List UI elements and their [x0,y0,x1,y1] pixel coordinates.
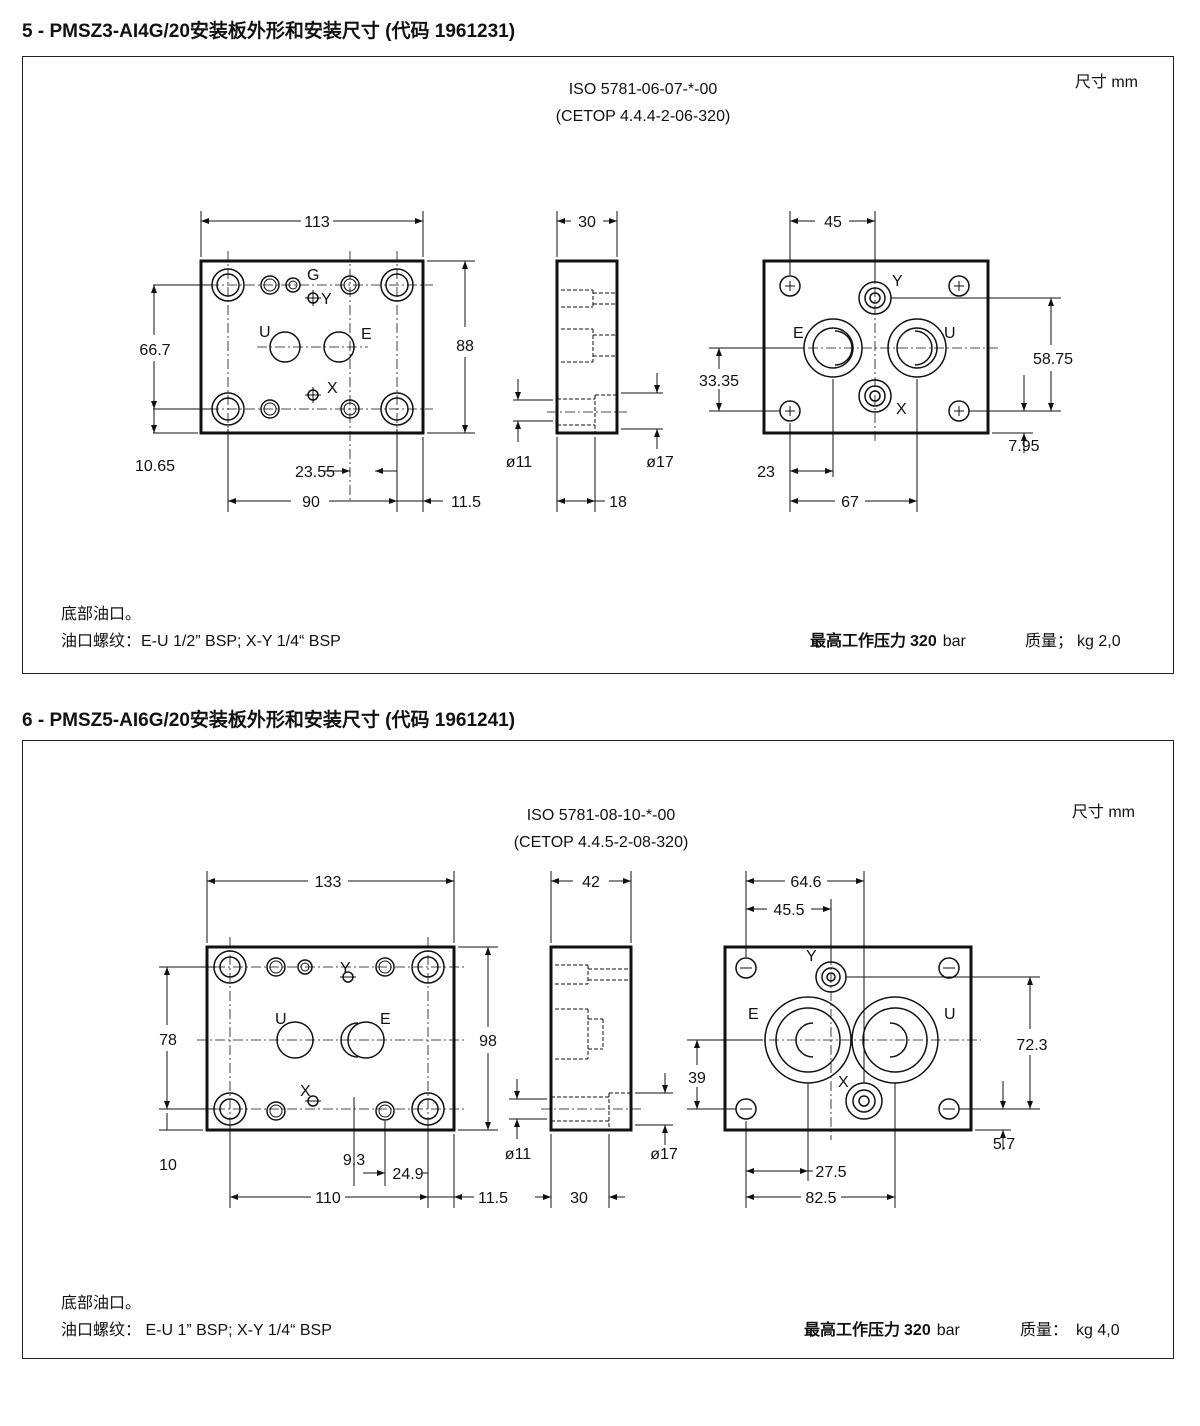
note-port-threads: 油口螺纹：E-U 1/2” BSP; X-Y 1/4“ BSP [61,632,341,650]
dim-bottom-span: 82.5 [805,1190,836,1207]
dim-front-span: 110 [315,1190,341,1207]
port-y-label: Y [340,960,351,977]
front-view: Y U E X 133 98 78 10 9.3 24.9 110 [159,871,508,1208]
dim-front-height: 98 [479,1033,497,1050]
port-y-label: Y [321,291,332,308]
dim-side-d-large: ø17 [646,454,674,471]
dim-bottom-top-a: 64.6 [790,874,821,891]
section-6-title: 6 - PMSZ5-AI6G/20安装板外形和安装尺寸 (代码 1961241) [22,710,516,731]
front-view: G Y U E X 113 88 66.7 10.65 23.55 90 [135,211,481,512]
dim-front-right-offset: 11.5 [478,1190,508,1207]
port-u-label: U [259,324,271,341]
dim-bottom-top: 45 [824,214,842,231]
dim-front-height: 88 [456,338,474,355]
port-x-label: X [300,1083,311,1100]
dim-bottom-span: 67 [841,494,859,511]
section-5-title: 5 - PMSZ3-AI4G/20安装板外形和安装尺寸 (代码 1961231) [22,21,516,42]
dim-front-inner: 23.55 [295,464,335,481]
bottom-port-x-label: X [896,401,907,418]
note-bottom-ports: 底部油口。 [61,605,141,623]
bottom-view: Y E U X 64.6 45.5 72.3 5.7 39 27.5 [687,871,1048,1208]
dim-side-d-small: ø11 [505,1146,531,1163]
dim-front-right-offset: 11.5 [451,494,481,511]
cetop-label: (CETOP 4.4.4-2-06-320) [556,108,731,125]
dim-bottom-right-bottom: 7.95 [1008,438,1039,455]
units-label: 尺寸 mm [1075,73,1138,91]
bottom-port-y-label: Y [892,273,903,290]
dim-front-span: 90 [302,494,320,511]
port-e-label: E [380,1011,391,1028]
dim-bottom-left-height: 39 [688,1070,706,1087]
dim-side-width: 30 [578,214,596,231]
dim-front-inner-b: 24.9 [392,1166,423,1183]
dim-front-inner-a: 9.3 [343,1152,365,1169]
dim-side-width: 42 [582,874,600,891]
bottom-port-u-label: U [944,325,956,342]
bottom-port-u-label: U [944,1006,956,1023]
dim-bottom-right-height: 58.75 [1033,351,1073,368]
bottom-port-e-label: E [748,1006,759,1023]
port-u-label: U [275,1011,287,1028]
bottom-port-y-label: Y [806,948,817,965]
mass-info: 质量；kg 2,0 [1025,632,1121,650]
dim-front-left-height: 66.7 [139,342,170,359]
port-x-label: X [327,380,338,397]
bottom-view: Y E U X 45 58.75 7.95 33.35 23 67 [699,211,1073,512]
section-5-panel: ISO 5781-06-07-*-00 (CETOP 4.4.4-2-06-32… [22,56,1174,674]
dim-side-d-small: ø11 [506,454,532,471]
dim-bottom-left-bottom: 23 [757,464,775,481]
note-bottom-ports: 底部油口。 [61,1294,141,1312]
section-6-panel: ISO 5781-08-10-*-00 (CETOP 4.4.5-2-08-32… [22,740,1174,1359]
units-label: 尺寸 mm [1072,803,1135,821]
section-6-drawing: ISO 5781-08-10-*-00 (CETOP 4.4.5-2-08-32… [61,803,1135,1339]
dim-bottom-a: 27.5 [815,1164,846,1181]
side-view: 42 ø11 ø17 30 [505,871,678,1208]
port-g-label: G [307,267,319,284]
dim-bottom-right-bottom: 5.7 [993,1136,1015,1153]
dim-front-width: 133 [315,874,342,891]
mass-info: 质量：kg 4,0 [1020,1321,1120,1339]
dim-front-bottom-offset: 10 [159,1157,177,1174]
dim-front-width: 113 [304,214,330,231]
iso-label: ISO 5781-06-07-*-00 [569,81,718,98]
side-view: 30 ø11 ø17 18 [506,211,674,512]
dim-side-d-large: ø17 [650,1146,678,1163]
dim-bottom-right-height: 72.3 [1016,1037,1047,1054]
note-port-threads: 油口螺纹： E-U 1” BSP; X-Y 1/4“ BSP [61,1321,332,1339]
dim-bottom-top-b: 45.5 [773,902,804,919]
dim-side-depth: 30 [570,1190,588,1207]
bottom-port-e-label: E [793,325,804,342]
port-e-label: E [361,326,372,343]
section-5-drawing: ISO 5781-06-07-*-00 (CETOP 4.4.4-2-06-32… [61,73,1138,650]
cetop-label: (CETOP 4.4.5-2-08-320) [514,834,689,851]
dim-front-left-height: 78 [159,1032,177,1049]
dim-bottom-left-height: 33.35 [699,373,739,390]
iso-label: ISO 5781-08-10-*-00 [527,807,676,824]
dim-side-depth: 18 [609,494,627,511]
dim-front-bottom-offset: 10.65 [135,458,175,475]
bottom-port-x-label: X [838,1074,849,1091]
